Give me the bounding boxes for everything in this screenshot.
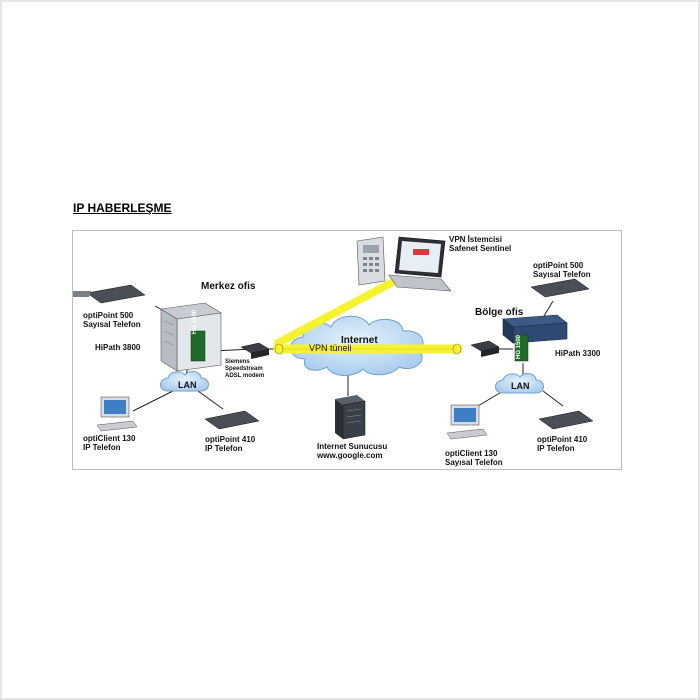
optipoint500-right-label-line1: optiPoint 500 (533, 261, 584, 270)
internet-server-tower (335, 395, 366, 440)
phone-optipoint500-right (530, 278, 590, 298)
lan-cloud-right (495, 372, 544, 394)
network-diagram: VPN İstemcisi Safenet Sentinel Merkez of… (72, 230, 622, 470)
vpn-client-devices (356, 236, 452, 292)
hipath-3300-box (502, 314, 568, 362)
lan-cloud-left (160, 370, 209, 392)
adsl-modem-left (240, 342, 270, 359)
optipoint410-left-label-line1: optiPoint 410 (205, 435, 256, 444)
vpn-tunnel-label: VPN tüneli (309, 343, 352, 353)
optipoint410-right-label-line2: IP Telefon (537, 444, 575, 453)
vpn-tunnel (273, 279, 463, 355)
internet-server-label-line1: Internet Sunucusu (317, 442, 388, 451)
hg1500-right-label: HG 1500 (516, 334, 522, 359)
hipath-3800-cabinet (160, 302, 222, 372)
diagram-graphics (73, 236, 594, 440)
merkez-ofis-label: Merkez ofis (201, 281, 256, 292)
opticlient130-right-label-line1: optiClient 130 (445, 449, 498, 458)
modem-label-line2: Speedstream (225, 366, 263, 372)
optipoint410-left-label-line2: IP Telefon (205, 444, 243, 453)
hipath3800-label: HiPath 3800 (95, 343, 141, 352)
lan-right-label: LAN (511, 381, 530, 391)
hg1500-left-label: HG 1500 (192, 309, 198, 334)
page-title: IP HABERLEŞME (73, 201, 172, 215)
lan-left-label: LAN (178, 380, 197, 390)
phone-optipoint410-left (204, 410, 260, 430)
adsl-modem-right (470, 340, 500, 357)
pc-opticlient-right (446, 404, 488, 440)
opticlient130-left-label-line2: IP Telefon (83, 443, 121, 452)
pc-opticlient-left (96, 396, 138, 432)
optipoint500-right-label-line2: Sayısal Telefon (533, 270, 591, 279)
bolge-ofis-label: Bölge ofis (475, 307, 524, 318)
opticlient130-right-label-line2: Sayısal Telefon (445, 458, 503, 467)
modem-label-line1: Siemens (225, 359, 250, 365)
internet-label: Internet (341, 335, 378, 346)
opticlient130-left-label-line1: optiClient 130 (83, 434, 136, 443)
phone-optipoint410-right (538, 410, 594, 430)
hipath3300-label: HiPath 3300 (555, 349, 601, 358)
vpn-client-label-line2: Safenet Sentinel (449, 244, 512, 253)
internet-server-label-line2: www.google.com (317, 451, 383, 460)
phone-optipoint500-left (73, 284, 146, 304)
optipoint410-right-label-line1: optiPoint 410 (537, 435, 588, 444)
optipoint500-left-label-line1: optiPoint 500 (83, 311, 134, 320)
modem-label-line3: ADSL modem (225, 373, 265, 379)
optipoint500-left-label-line2: Sayısal Telefon (83, 320, 141, 329)
vpn-client-label-line1: VPN İstemcisi (449, 235, 502, 244)
